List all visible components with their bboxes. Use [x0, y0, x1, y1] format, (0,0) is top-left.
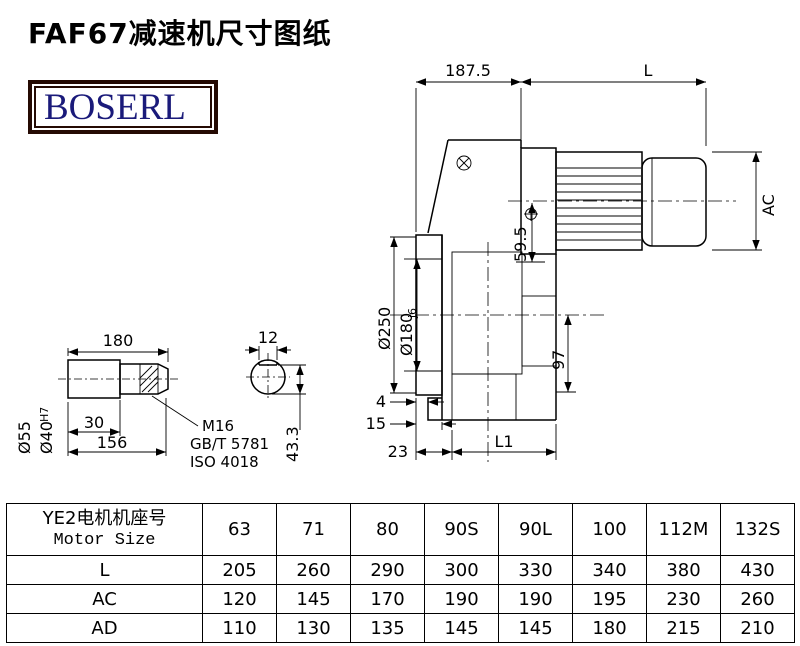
- thread-hatch: [139, 365, 159, 393]
- foot: [427, 397, 442, 421]
- cell: 230: [646, 584, 721, 614]
- boserl-logo-box: BOSERL: [28, 80, 218, 134]
- dim-shaft-dia-small: Ø40: [37, 421, 56, 454]
- shaft-section: 12 43.3: [245, 328, 306, 462]
- cell: 205: [202, 555, 277, 585]
- size-column-header: 63: [202, 503, 277, 556]
- dim-offset-23: 23: [388, 442, 408, 461]
- size-column-header: 80: [350, 503, 425, 556]
- dim-key-length: 30: [84, 413, 104, 432]
- dim-key-height: 43.3: [283, 426, 302, 462]
- cell: 120: [202, 584, 277, 614]
- dim-shaft-dia-small-tolerance: H7: [38, 407, 51, 422]
- bottom-dimensions: 4 15 23 L1: [366, 392, 557, 461]
- dim-flange-diameter: Ø250: [375, 307, 394, 350]
- cell: 340: [572, 555, 647, 585]
- cell: 215: [646, 613, 721, 643]
- dim-motor-length: L: [644, 61, 653, 80]
- size-table: YE2电机机座号 Motor Size 63 71 80 90S 90L 100…: [6, 503, 795, 643]
- size-column-header: 100: [572, 503, 647, 556]
- dim-key-width: 12: [258, 328, 278, 347]
- dim-motor-height: AC: [759, 194, 778, 216]
- shaft-detail: 180 30 156 Ø55 Ø40 H7 M16 GB/T 5781 ISO …: [15, 331, 269, 471]
- dim-hollow-shaft-tolerance: j6: [406, 308, 419, 319]
- cell: 145: [424, 613, 499, 643]
- row-label: AC: [6, 584, 203, 614]
- ac-dimension: AC: [712, 151, 778, 251]
- dim-shaft-total: 156: [97, 433, 128, 452]
- cell: 195: [572, 584, 647, 614]
- table-row-L: L 205 260 290 300 330 340 380 430: [6, 555, 795, 585]
- dim-axis-height: 59.5: [511, 226, 530, 262]
- note-thread: M16: [202, 417, 234, 435]
- motor-fins: [557, 167, 641, 241]
- size-column-header: 71: [276, 503, 351, 556]
- row-label: L: [6, 555, 203, 585]
- cell: 290: [350, 555, 425, 585]
- size-column-header: 112M: [646, 503, 721, 556]
- dim-shaft-length: 180: [103, 331, 134, 350]
- table-row-AD: AD 110 130 135 145 145 180 215 210: [6, 613, 795, 643]
- table-row-AC: AC 120 145 170 190 190 195 230 260: [6, 584, 795, 614]
- note-iso-standard: ISO 4018: [190, 453, 259, 471]
- motor-size-header-cell: YE2电机机座号 Motor Size: [6, 503, 203, 556]
- dim-hollow-shaft-diameter: Ø180: [397, 313, 416, 356]
- cell: 210: [720, 613, 795, 643]
- size-column-header: 90L: [498, 503, 573, 556]
- cell: 135: [350, 613, 425, 643]
- page-title: FAF67减速机尺寸图纸: [28, 17, 332, 50]
- cell: 380: [646, 555, 721, 585]
- cell: 180: [572, 613, 647, 643]
- gearbox-body: [390, 139, 604, 462]
- size-column-header: 132S: [720, 503, 795, 556]
- note-gb-standard: GB/T 5781: [190, 435, 269, 453]
- dim-offset-15: 15: [366, 414, 386, 433]
- boserl-logo-inner: BOSERL: [34, 86, 212, 128]
- cell: 110: [202, 613, 277, 643]
- table-header-row: YE2电机机座号 Motor Size 63 71 80 90S 90L 100…: [6, 503, 795, 556]
- top-dimensions: 187.5 L: [415, 61, 707, 232]
- cell: 190: [498, 584, 573, 614]
- cell: 260: [276, 555, 351, 585]
- cell: 260: [720, 584, 795, 614]
- dim-top-width: 187.5: [445, 61, 491, 80]
- cell: 430: [720, 555, 795, 585]
- motor-size-label-en: Motor Size: [53, 530, 156, 550]
- motor-size-label-cn: YE2电机机座号: [42, 508, 167, 530]
- cell: 190: [424, 584, 499, 614]
- motor: [508, 147, 736, 255]
- cell: 145: [276, 584, 351, 614]
- motor-rear-body: [641, 157, 707, 247]
- cell: 300: [424, 555, 499, 585]
- bolt-symbol-top: [456, 155, 472, 171]
- leader-line: [151, 395, 199, 427]
- cell: 145: [498, 613, 573, 643]
- cell: 170: [350, 584, 425, 614]
- logo-text: BOSERL: [44, 86, 186, 128]
- cell: 130: [276, 613, 351, 643]
- dim-shaft-dia-big: Ø55: [15, 421, 34, 454]
- dim-hub-depth: 97: [549, 350, 568, 370]
- cell: 330: [498, 555, 573, 585]
- dim-body-length-l1: L1: [494, 432, 513, 451]
- bolt-symbol-mid: [524, 207, 538, 221]
- flange-dimensions: Ø250 Ø180 j6 59.5 97: [375, 203, 576, 394]
- row-label: AD: [6, 613, 203, 643]
- size-column-header: 90S: [424, 503, 499, 556]
- dim-gap-4: 4: [376, 392, 386, 411]
